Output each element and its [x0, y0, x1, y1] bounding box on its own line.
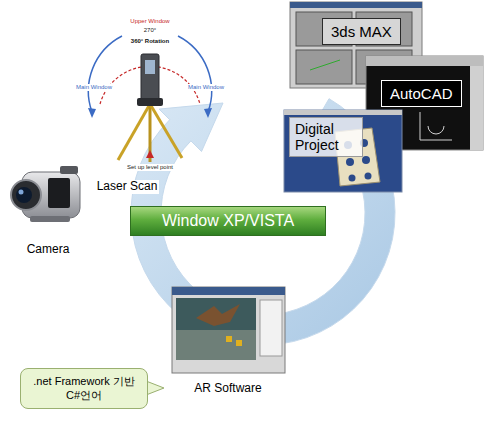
device-label: Camera [25, 243, 72, 257]
scanner-annotation: Main Window [74, 84, 114, 91]
node-text: Digital Project [295, 121, 357, 153]
device-label: Laser Scan [95, 180, 160, 194]
scanner-annotation: Main Window [186, 84, 226, 91]
scanner-annotation: Set up level point [125, 164, 175, 171]
scanner-annotation: 360° Rotation [129, 38, 171, 45]
laser-scanner [88, 36, 212, 162]
software-name-box: 3ds MAX [322, 18, 401, 45]
node-text: .net Framework 기반 C#언어 [27, 374, 141, 403]
software-name-box: Digital Project [289, 117, 363, 157]
camera-icon [11, 166, 80, 222]
node-text: AutoCAD [390, 85, 453, 102]
scanner-annotation: 270° [142, 27, 158, 34]
scanner-annotation: Upper Window [128, 18, 171, 25]
ar-screenshot [172, 287, 285, 373]
node-text: 3ds MAX [331, 23, 392, 40]
callout-tail [146, 381, 164, 395]
software-name-box: AutoCAD [381, 80, 462, 107]
callout-box: .net Framework 기반 C#언어 [20, 368, 148, 409]
platform-banner: Window XP/VISTA [130, 206, 326, 236]
node-text: Window XP/VISTA [137, 212, 319, 230]
device-label: AR Software [192, 382, 263, 396]
software-screenshot [284, 110, 402, 192]
